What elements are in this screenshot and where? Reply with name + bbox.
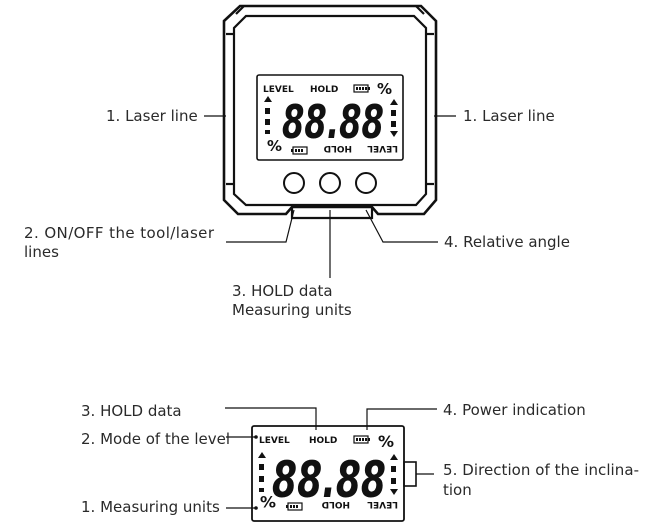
top-leader-lines — [204, 115, 456, 278]
callout-direction-continued: tion — [443, 481, 472, 499]
detail-lcd-digits: 88.88 — [272, 451, 386, 509]
callout-laser-line-left: 1. Laser line — [106, 107, 198, 125]
callout-detail-hold-data: 3. HOLD data — [81, 402, 182, 420]
lcd-digits: 88.88 — [282, 95, 384, 149]
detail-right-direction-indicator — [390, 454, 398, 495]
detail-level-flipped: LEVEL — [367, 499, 398, 509]
detail-battery-icon-flipped — [286, 502, 303, 511]
device-body — [222, 4, 438, 220]
bottom-leader-lines — [225, 407, 437, 509]
mode-pointer-dot — [254, 435, 258, 439]
right-direction-indicator — [390, 99, 398, 137]
units-pointer-dot — [254, 506, 258, 510]
detail-hold-label: HOLD — [309, 436, 337, 446]
lcd-percent-label: % — [377, 80, 392, 98]
battery-icon — [353, 84, 370, 93]
callout-on-off-continued: lines — [24, 243, 59, 261]
lcd-percent-flipped: % — [267, 136, 282, 154]
lcd-level-flipped: LEVEL — [367, 143, 398, 153]
callout-direction-inclination: 5. Direction of the inclina- — [443, 461, 639, 479]
hold-button[interactable] — [319, 172, 341, 194]
detail-percent-flipped: % — [260, 492, 276, 511]
lcd-screen-top — [256, 74, 404, 161]
callout-laser-line-right: 1. Laser line — [463, 107, 555, 125]
battery-icon-flipped — [291, 146, 308, 155]
lcd-level-label: LEVEL — [263, 85, 294, 95]
callout-on-off: 2. ON/OFF the tool/laser — [24, 224, 215, 242]
left-direction-indicator — [264, 96, 272, 134]
lcd-hold-label: HOLD — [310, 85, 338, 95]
callout-mode-of-level: 2. Mode of the level — [81, 430, 230, 448]
direction-bracket — [403, 461, 417, 487]
on-off-button[interactable] — [283, 172, 305, 194]
callout-hold-data: 3. HOLD data — [232, 282, 333, 300]
callout-detail-measuring-units: 1. Measuring units — [81, 498, 220, 516]
callout-relative-angle: 4. Relative angle — [444, 233, 570, 251]
detail-level-label: LEVEL — [259, 436, 290, 446]
detail-battery-icon — [353, 435, 370, 444]
lcd-hold-flipped: HOLD — [324, 143, 352, 153]
relative-angle-button[interactable] — [355, 172, 377, 194]
detail-hold-flipped: HOLD — [322, 499, 350, 509]
detail-left-direction-indicator — [258, 452, 266, 492]
callout-power-indication: 4. Power indication — [443, 401, 586, 419]
detail-percent-label: % — [378, 432, 394, 451]
callout-measuring-units: Measuring units — [232, 301, 352, 319]
